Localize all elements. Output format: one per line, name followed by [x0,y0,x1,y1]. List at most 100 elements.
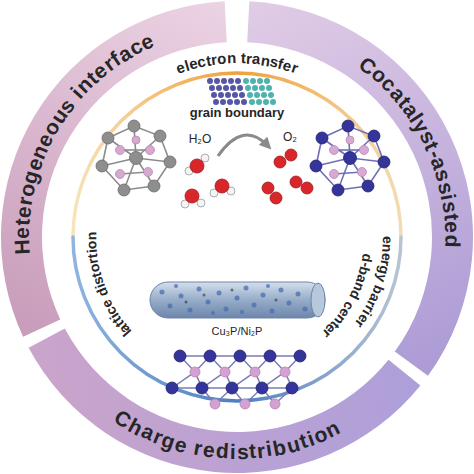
letter: r [210,51,218,69]
letter: i [83,248,99,253]
reaction-arrow [218,135,268,156]
nanotube [303,307,308,312]
nanotube [206,300,211,305]
letter: d [346,288,364,303]
nanotube [160,290,165,295]
grain-boundary-icon [209,85,215,91]
letter [372,280,389,289]
letter: r [85,257,102,265]
letter: u [284,431,303,458]
letter: a [426,154,453,173]
nanotube [244,286,249,291]
crystal-structure [378,156,390,168]
letter: t [109,313,125,326]
nanotube [211,311,215,315]
molecule-label: H₂O [189,133,212,147]
letter: t [88,270,105,279]
inner-ring [73,73,401,401]
letter: e [202,437,217,462]
crystal-structure [368,130,380,142]
crystal-structure [362,180,374,192]
nanotube [296,292,301,297]
letter: n [331,311,349,328]
letter: c [125,34,147,61]
letter: n [226,49,236,67]
grain-boundary-icon [235,78,241,84]
letter: a [397,98,423,122]
letter: n [350,280,368,294]
letter: n [259,51,271,69]
letter: d [359,253,376,264]
letter: r [377,259,394,267]
crystal-structure [294,350,306,362]
crystal-structure [316,126,384,190]
grain-boundary-icon [256,99,262,105]
water-molecules [197,199,205,207]
crystal-structure [166,382,178,394]
grain-boundary-icon [239,92,245,98]
crystal-structure [96,160,108,172]
crystal-structure [96,120,176,196]
crystal-structure [240,399,250,409]
grain-boundary-icon [220,99,226,105]
letter: a [353,273,371,286]
crystal-structure [148,180,160,192]
crystal-structure [118,184,130,196]
grain-boundary-icon [213,99,219,105]
letter: o [310,422,331,449]
band-shape [1,1,227,336]
letter: b [271,435,288,461]
crystal-structure [280,367,290,377]
grain-boundary-icon [252,85,258,91]
letter: t [10,218,35,227]
letter: a [384,81,410,106]
band-shape [1,1,227,336]
nanotube [160,284,308,315]
letter: e [355,311,373,326]
reaction-arrow [218,135,268,156]
grain-boundary-icon [207,78,213,84]
nanotube [261,293,266,298]
letter: a [251,50,261,68]
grain-boundary-icon [259,85,265,91]
crystal-structure [358,168,367,177]
crystal-structure [360,146,369,155]
crystal-structure [256,382,268,394]
letter: g [375,264,393,276]
crystal-structure [330,170,339,179]
letter: i [304,427,318,452]
inner-ring [73,237,401,401]
nanotube [252,303,257,308]
letter: b [356,265,374,277]
oxygen-molecules [270,192,282,204]
letter: t [240,49,246,66]
letter: a [115,321,132,337]
letter: - [358,261,375,269]
band-shape [29,329,421,473]
letter: e [323,321,340,338]
grain-boundary-icon [207,78,276,105]
nanotube [185,301,188,304]
letter [344,295,360,306]
grain-boundary-icon [249,99,255,105]
nanotube [287,301,292,306]
crystal-structure [190,367,290,409]
letter: c [196,52,208,71]
oxygen-molecules [274,156,286,168]
letter: c [340,299,358,314]
band-shape [247,1,473,375]
letter: l [182,56,191,74]
band-title: Cocatalyst-assisted [354,52,464,248]
grain-boundary-icon [241,99,247,105]
grain-boundary-icon [261,92,267,98]
letter: t [392,91,415,112]
grain-boundary-icon [234,99,240,105]
letter: r [192,436,204,461]
grain-boundary-icon [250,78,256,84]
letter [96,293,112,303]
icon-caption: grain boundary [190,106,285,121]
letter: d [93,285,111,299]
